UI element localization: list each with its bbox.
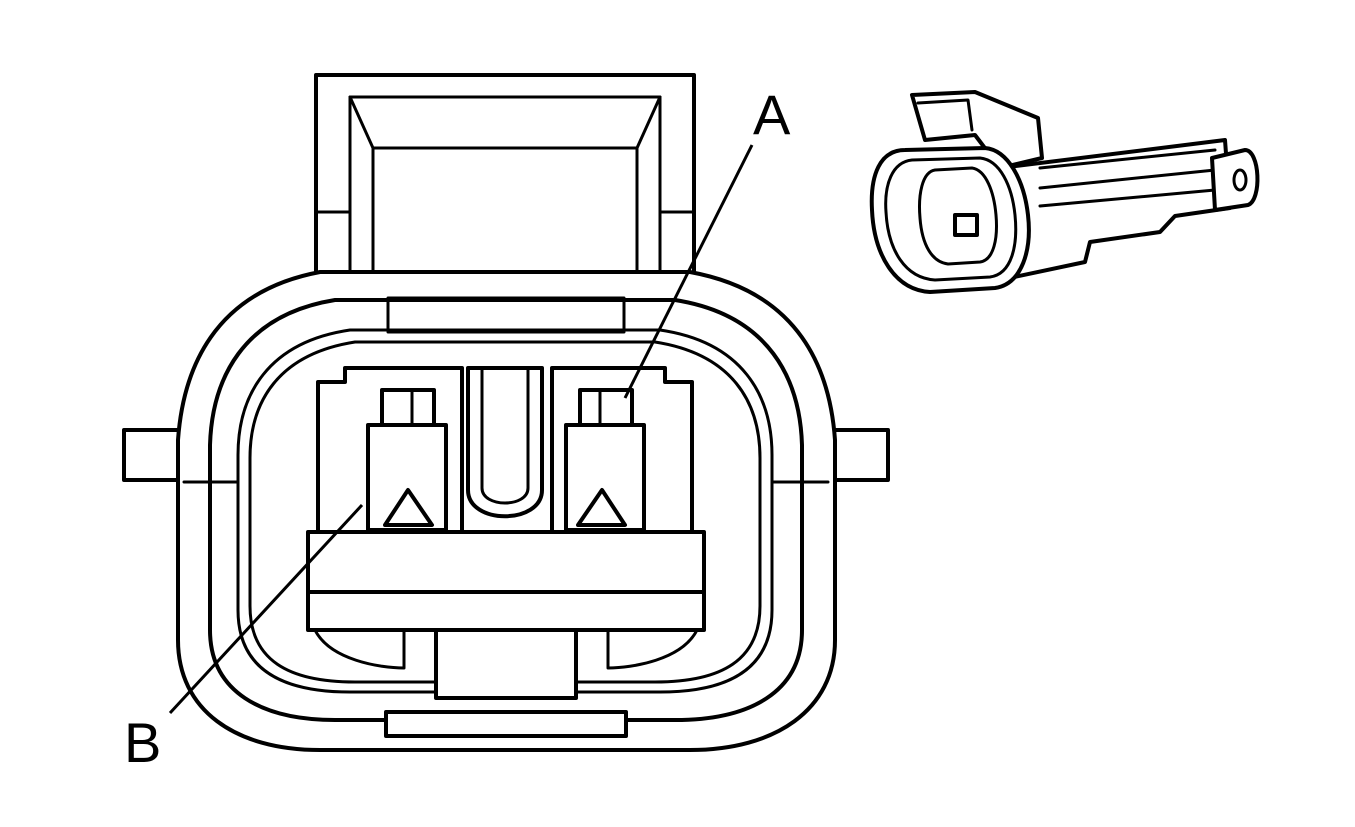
cavity-outline-inner — [248, 340, 762, 684]
inner-shell — [208, 298, 804, 722]
center-guide — [466, 366, 544, 519]
locking-tab — [314, 73, 696, 292]
callouts: A B — [124, 83, 791, 774]
connector-3d-view — [869, 90, 1260, 294]
label-a: A — [753, 83, 791, 146]
terminal-a — [564, 388, 646, 532]
bottom-slot — [384, 710, 628, 738]
leader-line-b — [168, 503, 364, 715]
leader-line-a — [623, 144, 754, 399]
terminal-b — [366, 388, 448, 532]
terminal-block — [306, 366, 706, 700]
key-slot — [386, 296, 626, 334]
left-ear — [122, 428, 186, 482]
right-ear — [826, 428, 890, 482]
label-b: B — [124, 711, 161, 774]
connector-face-view — [122, 73, 890, 752]
cavity-outline — [236, 328, 774, 694]
